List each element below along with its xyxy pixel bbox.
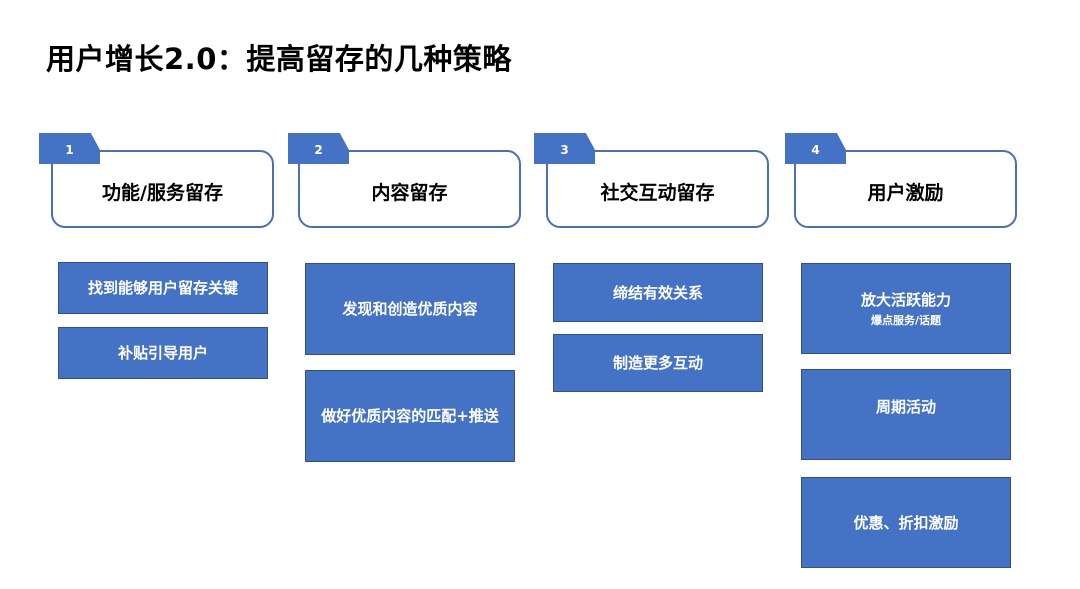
strategy-box: 发现和创造优质内容 [305,263,515,355]
page-title: 用户增长2.0：提高留存的几种策略 [46,42,512,76]
strategy-text: 制造更多互动 [612,354,703,372]
strategy-box: 找到能够用户留存关键 [58,262,268,314]
strategy-box: 补贴引导用户 [58,327,268,379]
strategy-subtext: 爆点服务/话题 [870,313,942,327]
strategy-box: 做好优质内容的匹配+推送 [305,370,515,462]
category-label: 功能/服务留存 [102,182,223,204]
category-label: 内容留存 [371,182,448,204]
strategy-text: 周期活动 [875,397,936,416]
strategy-text: 优惠、折扣激励 [853,513,959,532]
strategy-text: 找到能够用户留存关键 [87,279,238,297]
strategy-box: 缔结有效关系 [553,263,763,322]
step-number-tab: 1 [39,133,100,164]
strategy-text: 补贴引导用户 [117,344,208,362]
category-label: 用户激励 [867,182,944,204]
step-number-tab: 4 [785,133,846,164]
category-card-function-service: 功能/服务留存 [51,150,274,228]
strategy-box: 周期活动 [801,369,1011,460]
strategy-text: 缔结有效关系 [612,283,703,302]
strategy-text: 做好优质内容的匹配+推送 [321,407,499,425]
strategy-text: 放大活跃能力 [860,290,951,309]
strategy-box: 优惠、折扣激励 [801,477,1011,568]
step-number-tab: 2 [288,133,349,164]
strategy-box: 制造更多互动 [553,334,763,392]
strategy-text: 发现和创造优质内容 [342,300,478,318]
strategy-box: 放大活跃能力 爆点服务/话题 [801,263,1011,354]
step-number-tab: 3 [534,133,595,164]
category-label: 社交互动留存 [600,182,715,204]
